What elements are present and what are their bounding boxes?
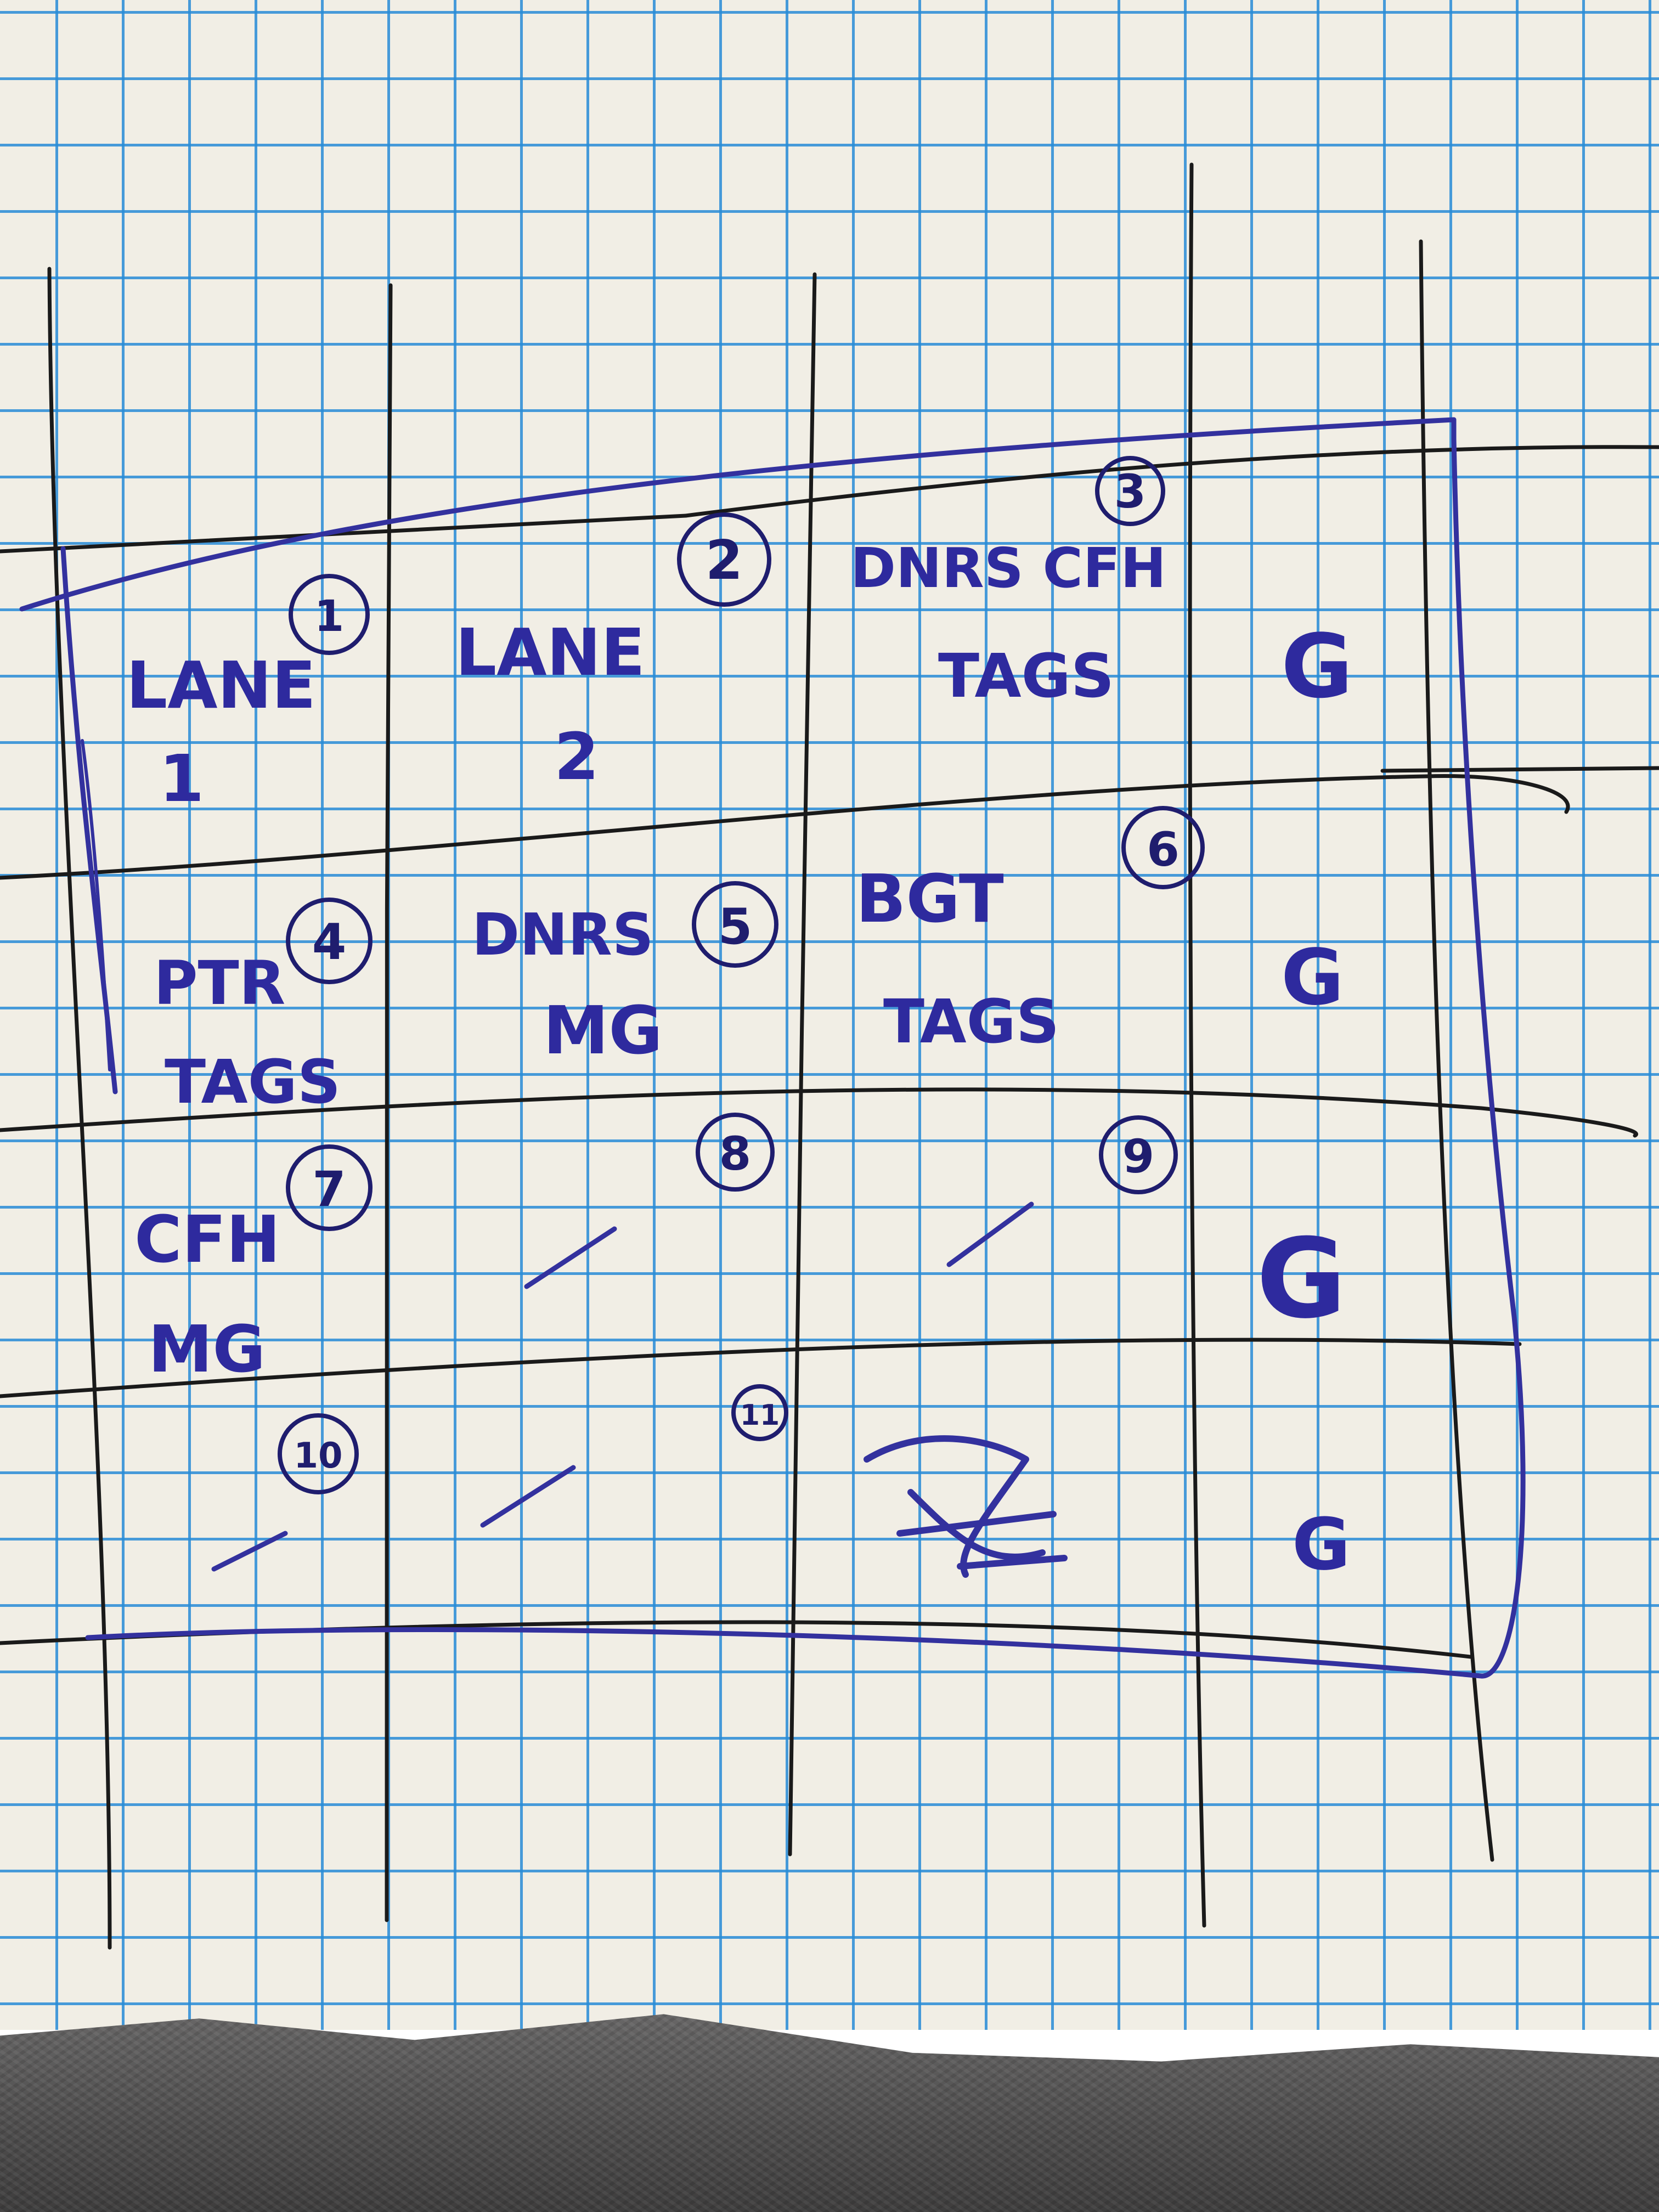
svg-text:11: 11: [740, 1399, 780, 1432]
empty-dash-9: [946, 1201, 1034, 1267]
svg-text:2: 2: [706, 529, 743, 592]
cell-1-line-2: 1: [159, 741, 204, 816]
cell-4-line-2: TAGS: [165, 1047, 341, 1117]
number-circle-2: 2: [677, 512, 771, 607]
svg-text:1: 1: [314, 592, 344, 641]
number-circle-7: 7: [286, 1144, 373, 1231]
horizontal-line-1: [0, 514, 688, 554]
cell-6-line-1: BGT: [856, 861, 1004, 938]
number-circle-4: 4: [286, 898, 373, 984]
cell-3-line-1: DNRS CFH: [850, 536, 1166, 600]
number-circle-5: 5: [692, 881, 778, 968]
empty-dash-10b: [480, 1465, 576, 1528]
number-circle-10: 10: [278, 1413, 359, 1494]
empty-dash-10a: [211, 1531, 288, 1572]
empty-dash-8: [524, 1226, 617, 1289]
number-circle-6: 6: [1121, 806, 1205, 889]
number-circle-9: 9: [1099, 1115, 1178, 1194]
cell-5-line-2: MG: [543, 993, 663, 1069]
right-letter-2: G: [1281, 933, 1344, 1023]
right-letter-1: G: [1281, 615, 1353, 718]
crossed-out-mark: [864, 1435, 1068, 1578]
cell-2-line-1: LANE: [455, 614, 645, 690]
vertical-line-4: [1188, 162, 1206, 1928]
svg-text:6: 6: [1147, 822, 1180, 877]
cell-1-line-1: LANE: [126, 647, 316, 723]
right-letter-4: G: [1292, 1503, 1351, 1586]
graph-paper: [0, 0, 1659, 2030]
cell-5-line-1: DNRS: [472, 901, 654, 968]
vertical-line-2: [383, 283, 393, 1922]
svg-text:4: 4: [312, 913, 347, 971]
cell-6-line-2: TAGS: [883, 986, 1059, 1057]
horizontal-line-top: [684, 445, 1659, 518]
cell-4-line-1: PTR: [154, 948, 285, 1018]
fabric-background: [0, 2014, 1659, 2212]
svg-text:10: 10: [294, 1436, 342, 1476]
svg-text:7: 7: [312, 1161, 346, 1217]
right-letter-3: G: [1256, 1215, 1346, 1343]
blue-outline-box: [19, 417, 1526, 1679]
cell-7-line-1: CFH: [134, 1201, 280, 1277]
cell-7-line-2: MG: [148, 1311, 266, 1387]
number-circle-8: 8: [696, 1113, 775, 1192]
svg-text:3: 3: [1114, 465, 1146, 518]
vertical-line-1: [47, 267, 112, 1950]
horizontal-line-2: [0, 774, 1570, 880]
number-circle-1: 1: [289, 574, 370, 655]
blue-left-stroke-2: [81, 739, 111, 1071]
horizontal-line-4: [0, 1338, 1522, 1398]
svg-text:8: 8: [719, 1127, 751, 1181]
horizontal-line-5: [0, 1620, 1472, 1659]
horizontal-line-2b: [1380, 766, 1659, 773]
svg-text:9: 9: [1122, 1130, 1154, 1183]
svg-text:5: 5: [718, 898, 753, 956]
vertical-line-3: [788, 272, 817, 1857]
cell-2-line-2: 2: [554, 719, 599, 794]
horizontal-line-3: [0, 1087, 1638, 1138]
number-circle-11: 11: [731, 1384, 788, 1441]
cell-3-line-2: TAGS: [938, 641, 1114, 711]
number-circle-3: 3: [1095, 456, 1165, 526]
